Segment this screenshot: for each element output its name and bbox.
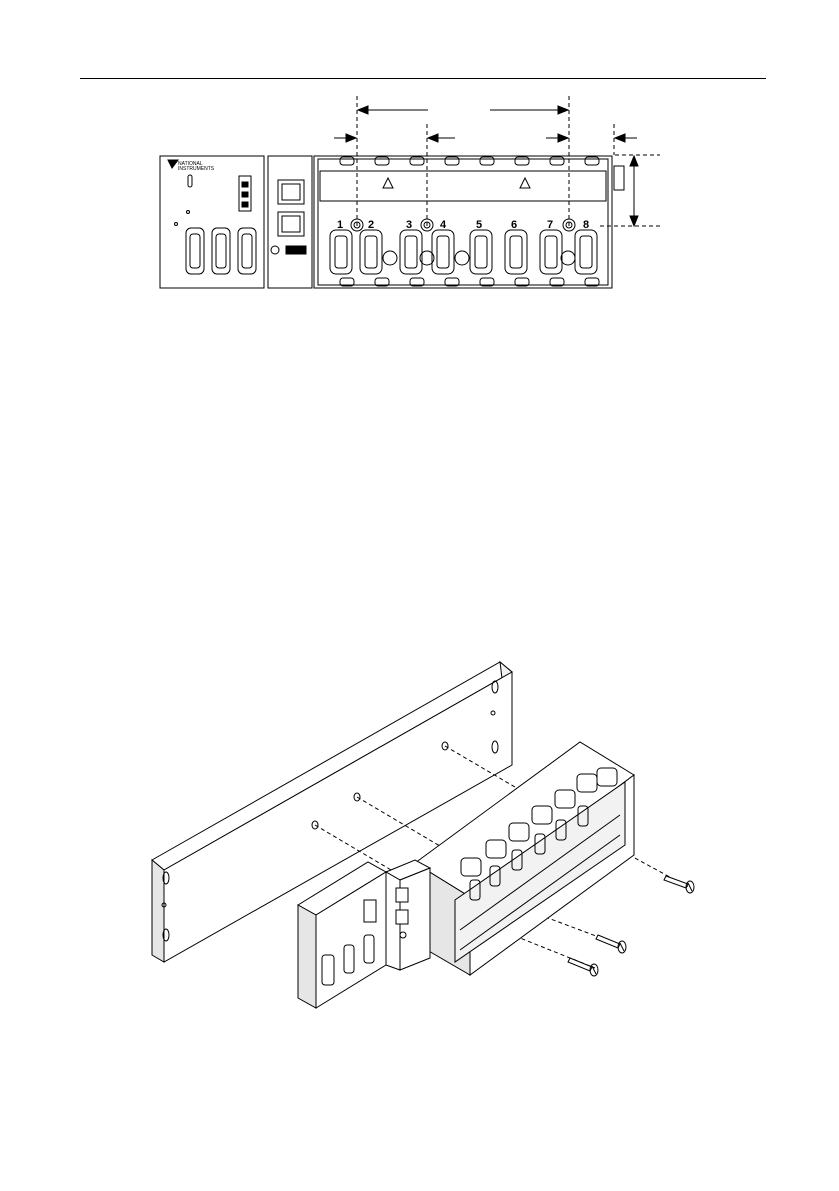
chassis-front-view-figure: NATIONAL INSTRUMENTS [0,90,839,300]
ni-logo-icon [168,160,178,168]
controller-module-3d [298,860,430,1008]
serial-ports [186,228,256,274]
slot-label-6: 6 [511,219,517,231]
slot-label-4: 4 [440,219,447,231]
module-bay: 1 2 3 4 5 6 7 8 [314,156,624,288]
dimension-lines [334,96,660,228]
slot-label-2: 2 [368,219,374,231]
screw-icon [664,876,694,893]
slot-number-labels: 1 2 3 4 5 6 7 8 [337,219,589,231]
slot-label-8: 8 [583,219,589,231]
screw-icon [596,935,626,953]
slot-label-5: 5 [476,219,482,231]
slot-label-1: 1 [337,219,343,231]
slot-connectors [330,230,597,274]
slot-label-7: 7 [547,219,553,231]
slot-label-3: 3 [406,219,412,231]
panel-mount-exploded-figure [0,650,839,1020]
network-module [268,156,312,288]
header-rule [80,78,766,79]
controller-module: NATIONAL INSTRUMENTS [160,156,264,288]
logo-text-line2: INSTRUMENTS [178,166,215,172]
mounting-screws [568,876,694,976]
